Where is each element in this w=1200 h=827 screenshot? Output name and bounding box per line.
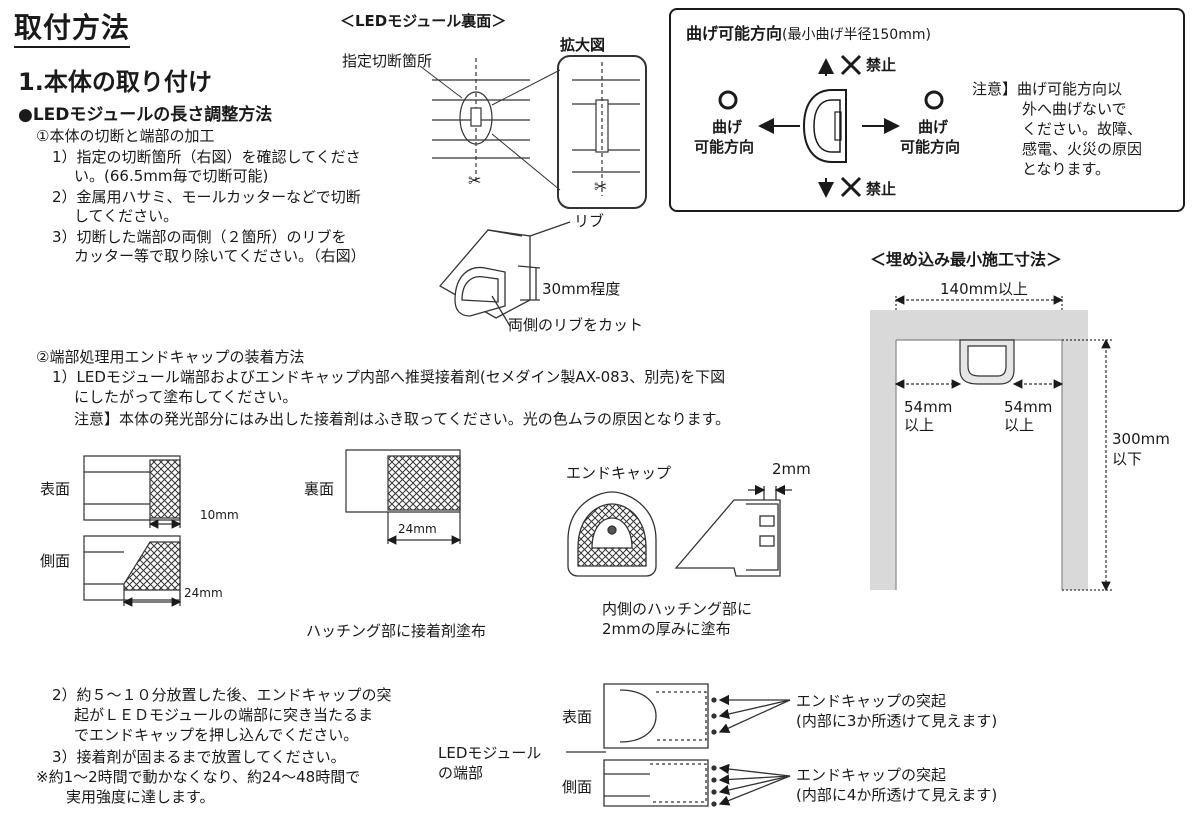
back-view-drawing <box>419 55 647 209</box>
step1-line: 1）指定の切断箇所（右図）を確認してくださ <box>52 148 361 166</box>
step1-line: 3）切断した端部の両側（２箇所）のリブを <box>52 228 347 246</box>
step1-title: ①本体の切断と端部の加工 <box>36 127 215 145</box>
rib-drawing <box>438 221 571 327</box>
step2-title: ②端部処理用エンドキャップの装着方法 <box>36 348 305 366</box>
step3-line: でエンドキャップを押し込んでください。 <box>74 726 359 744</box>
insert-drawings <box>566 683 791 807</box>
step2-line: 1）LEDモジュール端部およびエンドキャップ内部へ推奨接着剤(セメダイン製AX-… <box>52 368 726 386</box>
embed-height-1: 300mm <box>1112 430 1170 448</box>
scissors-icon-1: ✂ <box>468 171 481 190</box>
dim-2mm: 2mm <box>772 460 811 478</box>
section-subheading: ●LEDモジュールの長さ調整方法 <box>18 105 273 125</box>
adhesive-drawings <box>83 449 462 607</box>
insert-side-note-2: (内部に4か所透けて見えます) <box>796 786 998 804</box>
step3-line: ※約1～2時間で動かなくなり、約24～48時間で <box>36 768 361 786</box>
side-label: 側面 <box>40 552 71 570</box>
bend-title-row: 曲げ可能方向(最小曲げ半径150mm) <box>686 20 931 44</box>
step3-line: 起がＬＥＤモジュールの端部に突き当たるま <box>74 706 373 724</box>
bend-title-note: (最小曲げ半径150mm) <box>782 27 931 43</box>
embed-left-depth-1: 54mm <box>904 398 953 416</box>
embed-right-depth-2: 以上 <box>1004 416 1035 434</box>
dim-24mm-back: 24mm <box>398 522 437 536</box>
insert-side-label: 側面 <box>562 778 593 796</box>
endcap-caption-2: 2mmの厚みに塗布 <box>602 620 731 638</box>
back-view-title: ＜LEDモジュール裏面＞ <box>340 12 507 30</box>
endcap-caption-1: 内側のハッチング部に <box>602 600 753 618</box>
bend-note-line: 注意】曲げ可能方向以 <box>972 80 1123 98</box>
step2-line: 注意】本体の発光部分にはみ出した接着剤はふき取ってください。光の色ムラの原因とな… <box>74 410 731 428</box>
module-end-line2: の端部 <box>438 764 484 782</box>
bend-note-line: ください。故障、 <box>1022 120 1143 138</box>
insert-front-note-2: (内部に3か所透けて見えます) <box>796 712 998 730</box>
step2-line: にしたがって塗布してください。 <box>74 388 298 406</box>
bend-right-line2: 可能方向 <box>900 138 961 156</box>
bend-right-line1: 曲げ <box>918 118 949 136</box>
bend-left-line2: 可能方向 <box>694 138 755 156</box>
embed-height-2: 以下 <box>1112 450 1143 468</box>
dim-24mm-side: 24mm <box>184 586 223 600</box>
bend-note-line: 外へ曲げないで <box>1022 100 1127 118</box>
step3-line: 3）接着剤が固まるまで放置してください。 <box>52 748 346 766</box>
bend-note-line: 感電、火災の原因 <box>1022 140 1143 158</box>
embed-title: ＜埋め込み最小施工寸法＞ <box>870 250 1063 269</box>
endcap-drawings <box>567 484 792 577</box>
step3-line: 2）約５～１０分放置した後、エンドキャップの突 <box>52 686 392 704</box>
cut-point-label: 指定切断箇所 <box>342 52 433 70</box>
insert-front-note-1: エンドキャップの突起 <box>796 692 947 710</box>
step3-line: 実用強度に達します。 <box>66 788 215 806</box>
step1-line: カッター等で取り除いてください。（右図） <box>74 247 366 265</box>
back-label: 裏面 <box>304 480 335 498</box>
section-heading: 1.本体の取り付け <box>18 68 212 96</box>
embed-drawing <box>870 295 1112 592</box>
step1-line: してください。 <box>74 207 179 225</box>
bend-direction-box <box>669 8 1185 212</box>
endcap-label: エンドキャップ <box>566 464 672 482</box>
embed-left-depth-2: 以上 <box>904 416 935 434</box>
page-title: 取付方法 <box>14 6 131 48</box>
insert-side-note-1: エンドキャップの突起 <box>796 766 947 784</box>
scissors-icon-2: ✂ <box>594 177 607 196</box>
bend-diagram <box>718 54 944 198</box>
embed-width-label: 140mm以上 <box>940 280 1028 298</box>
rib-label: リブ <box>574 212 605 230</box>
bend-title: 曲げ可能方向 <box>686 24 783 43</box>
bend-left-line1: 曲げ <box>712 118 743 136</box>
zoom-label: 拡大図 <box>560 36 606 54</box>
adhesive-caption: ハッチング部に接着剤塗布 <box>306 622 487 640</box>
dim-10mm: 10mm <box>200 508 239 522</box>
embed-right-depth-1: 54mm <box>1004 398 1053 416</box>
front-label: 表面 <box>40 480 71 498</box>
insert-front-label: 表面 <box>562 708 593 726</box>
rib-length-label: 30mm程度 <box>542 280 621 298</box>
prohibit-top-label: 禁止 <box>866 56 897 74</box>
rib-cut-label: 両側のリブをカット <box>508 316 644 334</box>
prohibit-bottom-label: 禁止 <box>866 180 897 198</box>
module-end-line1: LEDモジュール <box>438 744 542 762</box>
bend-note-line: となります。 <box>1022 160 1111 178</box>
step1-line: い。(66.5mm毎で切断可能) <box>74 167 269 185</box>
step1-line: 2）金属用ハサミ、モールカッターなどで切断 <box>52 188 361 206</box>
